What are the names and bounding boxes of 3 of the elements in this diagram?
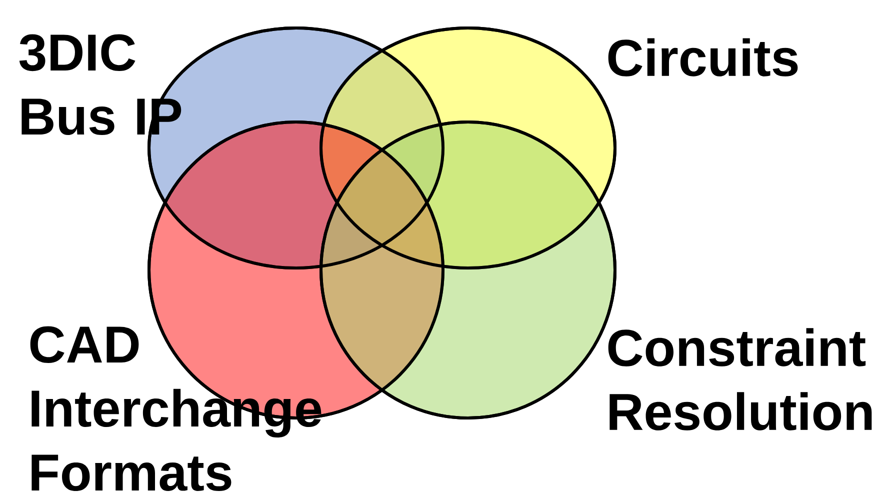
circle-label: Constraint Resolution: [608, 328, 872, 430]
circle-label: Circuits: [608, 38, 798, 76]
circle-label: CAD Interchange Formats: [30, 326, 322, 491]
